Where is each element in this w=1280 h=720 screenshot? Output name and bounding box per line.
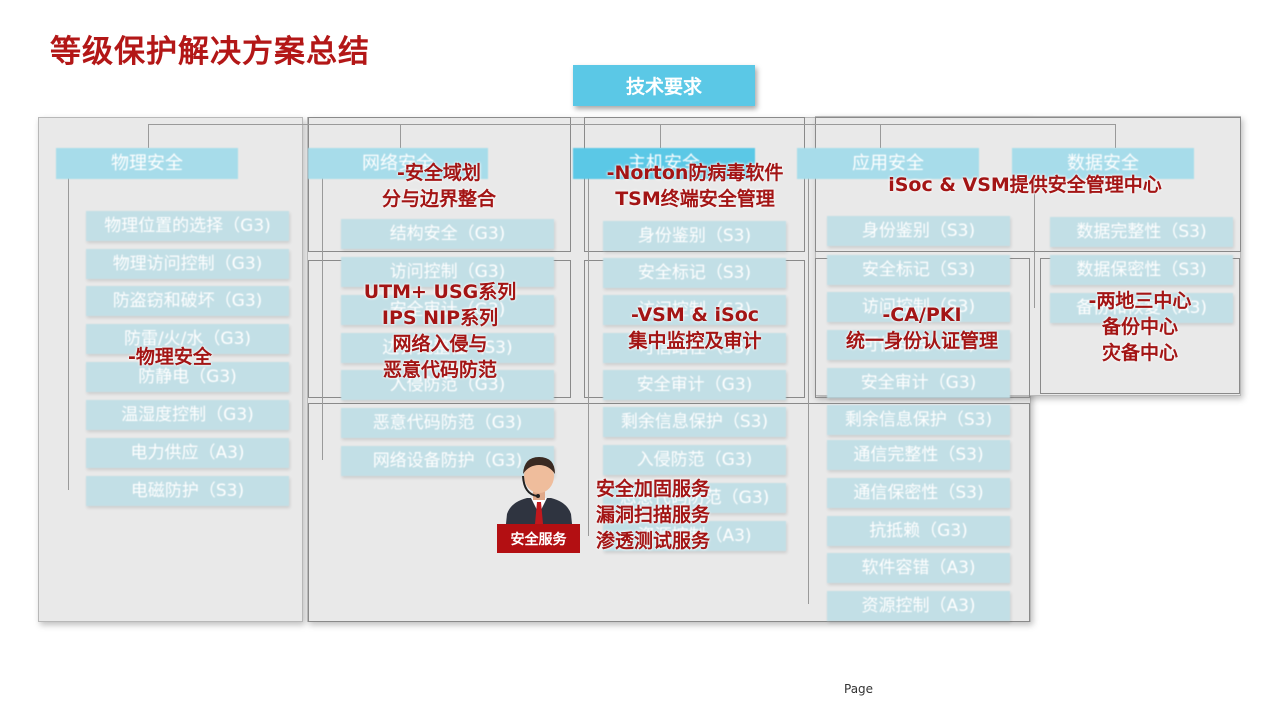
overlay-line: 备份中心 — [1101, 316, 1178, 338]
host-item: 访问控制（S3) — [603, 295, 786, 325]
overlay-line: UTM+ USG系列 — [363, 281, 517, 303]
connector-data — [1115, 124, 1116, 148]
app-frame-top — [815, 117, 1241, 252]
physical-item: 物理访问控制（G3) — [86, 249, 289, 279]
app-item: 访问控制（S3) — [827, 292, 1010, 322]
overlay-dr: -两地三中心 备份中心 灾备中心 — [1052, 288, 1228, 366]
security-service-badge: 安全服务 — [497, 524, 580, 553]
app-item: 软件容错（A3) — [827, 553, 1010, 583]
host-item: 恶意代码防范（G3) — [603, 483, 786, 513]
overlay-line: 恶意代码防范 — [382, 359, 497, 381]
connector-network — [400, 124, 401, 148]
network-item: 入侵防范（G3) — [341, 370, 554, 400]
data-item: 数据保密性（S3) — [1050, 255, 1233, 285]
host-item: 资源控制（A3) — [603, 521, 786, 551]
app-item: 通信保密性（S3) — [827, 478, 1010, 508]
app-item: 安全标记（S3) — [827, 255, 1010, 285]
overlay-isoc: iSoc & VSM提供安全管理中心 — [888, 174, 1162, 196]
overlay-line: 灾备中心 — [1101, 342, 1178, 364]
connector-host — [660, 124, 661, 148]
physical-item: 物理位置的选择（G3) — [86, 211, 289, 241]
overlay-line: 网络入侵与 — [392, 333, 488, 355]
header-network: 网络安全 — [308, 148, 488, 179]
page-title: 等级保护解决方案总结 — [50, 34, 370, 70]
host-frame-top — [584, 117, 805, 252]
lower-frame — [308, 403, 1030, 622]
physical-item: 电磁防护（S3) — [86, 476, 289, 506]
physical-item: 温湿度控制（G3) — [86, 400, 289, 430]
overlay-line: IPS NIP系列 — [381, 307, 499, 329]
overlay-line: 安全加固服务 — [596, 478, 711, 500]
physical-item: 防静电（G3) — [86, 362, 289, 392]
host-item: 身份鉴别（S3) — [603, 221, 786, 251]
host-item: 安全审计（G3) — [603, 370, 786, 400]
physical-item: 防雷/火/水（G3) — [86, 324, 289, 354]
network-trunk — [322, 178, 323, 460]
overlay-capki: -CA/PKI 统一身份认证管理 — [822, 302, 1022, 354]
app-item: 抗抵赖（G3) — [827, 516, 1010, 546]
host-trunk — [588, 178, 589, 536]
connector-top — [148, 124, 1115, 125]
zone-frame — [308, 117, 571, 252]
header-physical: 物理安全 — [56, 148, 238, 179]
overlay-line: -Norton防病毒软件 — [606, 162, 784, 184]
host-item: 入侵防范（G3) — [603, 445, 786, 475]
overlay-norton: -Norton防病毒软件 TSM终端安全管理 — [582, 160, 808, 212]
overlay-line: 分与边界整合 — [381, 188, 496, 210]
header-application: 应用安全 — [797, 148, 979, 179]
app-item: 身份鉴别（S3) — [827, 216, 1010, 246]
connector-app — [880, 124, 881, 148]
connector-physical — [148, 124, 149, 148]
network-item: 结构安全（G3) — [341, 219, 554, 249]
physical-trunk — [68, 178, 69, 490]
overlay-line: -CA/PKI — [882, 304, 962, 326]
overlay-vsm: -VSM & iSoc 集中监控及审计 — [590, 302, 800, 354]
app-item: 通信完整性（S3) — [827, 440, 1010, 470]
host-item: 安全标记（S3) — [603, 258, 786, 288]
data-item: 数据完整性（S3) — [1050, 217, 1233, 247]
app-trunk — [808, 178, 809, 604]
overlay-line: 渗透测试服务 — [596, 530, 711, 552]
host-item: 剩余信息保护（S3) — [603, 407, 786, 437]
tech-requirements-box: 技术要求 — [573, 65, 755, 106]
network-item: 访问控制（G3) — [341, 257, 554, 287]
network-item: 安全审计（G3) — [341, 295, 554, 325]
network-item: 恶意代码防范（G3) — [341, 408, 554, 438]
overlay-line: 漏洞扫描服务 — [596, 504, 711, 526]
overlay-line: 统一身份认证管理 — [845, 330, 998, 352]
network-item: 边界完整性（S3) — [341, 333, 554, 363]
app-item: 资源控制（A3) — [827, 591, 1010, 621]
physical-item: 防盗窃和破坏（G3) — [86, 286, 289, 316]
overlay-line: -两地三中心 — [1088, 290, 1192, 312]
overlay-services: 安全加固服务 漏洞扫描服务 渗透测试服务 — [596, 476, 742, 554]
overlay-line: -VSM & iSoc — [630, 304, 760, 326]
app-item: 可信路径（S3) — [827, 330, 1010, 360]
overlay-physical: -物理安全 — [128, 346, 212, 368]
overlay-line: TSM终端安全管理 — [615, 188, 775, 210]
page-label: Page — [844, 682, 874, 696]
overlay-zone: -安全域划 分与边界整合 — [332, 160, 546, 212]
app-item: 安全审计（G3) — [827, 368, 1010, 398]
physical-item: 电力供应（A3) — [86, 438, 289, 468]
network-item: 网络设备防护（G3) — [341, 446, 554, 476]
header-host: 主机安全 — [573, 148, 755, 179]
overlay-line: -安全域划 — [397, 162, 481, 184]
host-item: 可信路径（S3) — [603, 333, 786, 363]
data-item: 备份和恢复（A3) — [1050, 293, 1233, 323]
header-data: 数据安全 — [1012, 148, 1194, 179]
overlay-utm: UTM+ USG系列 IPS NIP系列 网络入侵与 恶意代码防范 — [330, 279, 550, 383]
app-item: 剩余信息保护（S3) — [827, 405, 1010, 435]
data-trunk — [1034, 178, 1035, 308]
overlay-line: 集中监控及审计 — [628, 330, 762, 352]
